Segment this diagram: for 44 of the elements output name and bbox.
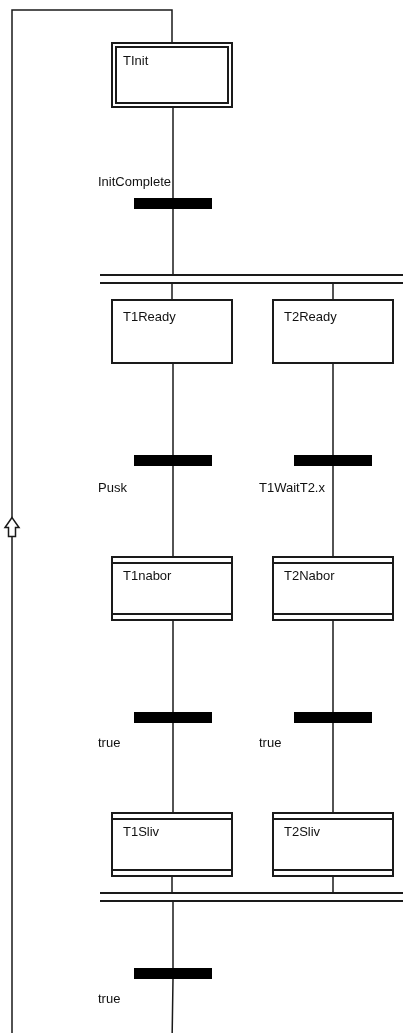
connector-line <box>171 876 173 893</box>
connector-line <box>172 901 174 969</box>
connector-line <box>332 620 334 713</box>
connector-line <box>332 722 334 813</box>
connector-line <box>172 107 174 199</box>
connector-line <box>172 722 174 813</box>
transition-condition: T1WaitT2.x <box>258 480 326 495</box>
step-name: T1nabor <box>123 568 173 583</box>
transition-bar <box>134 455 212 466</box>
step-name: T2Nabor <box>284 568 336 583</box>
connector-line <box>172 363 174 456</box>
transition-condition: Pusk <box>97 480 128 495</box>
step-name: T1Ready <box>123 309 177 324</box>
step-name: TInit <box>123 53 150 68</box>
transition-bar <box>294 712 372 723</box>
connector-line <box>332 876 334 893</box>
step-box <box>272 556 394 621</box>
transition-condition: true <box>258 735 283 750</box>
connector-line <box>332 465 334 557</box>
step-box <box>272 812 394 877</box>
connector-line <box>172 465 174 557</box>
transition-bar <box>134 968 212 979</box>
transition-condition: true <box>97 735 122 750</box>
step-box <box>272 299 394 364</box>
return-line <box>11 9 174 1033</box>
step-name: T2Sliv <box>284 824 322 839</box>
connector-line <box>332 363 334 456</box>
initial-step-box <box>111 42 233 108</box>
connector-line <box>171 283 173 300</box>
connector-line <box>172 620 174 713</box>
step-box <box>111 556 233 621</box>
connector-line <box>332 283 334 300</box>
parallel-branch-line <box>100 892 403 902</box>
connector-line <box>172 208 174 275</box>
transition-bar <box>134 712 212 723</box>
transition-bar <box>134 198 212 209</box>
transition-bar <box>294 455 372 466</box>
step-name: T2Ready <box>284 309 338 324</box>
step-box <box>111 812 233 877</box>
transition-condition: true <box>97 991 122 1006</box>
step-name: T1Sliv <box>123 824 161 839</box>
parallel-branch-line <box>100 274 403 284</box>
transition-condition: InitComplete <box>97 174 172 189</box>
step-box <box>111 299 233 364</box>
